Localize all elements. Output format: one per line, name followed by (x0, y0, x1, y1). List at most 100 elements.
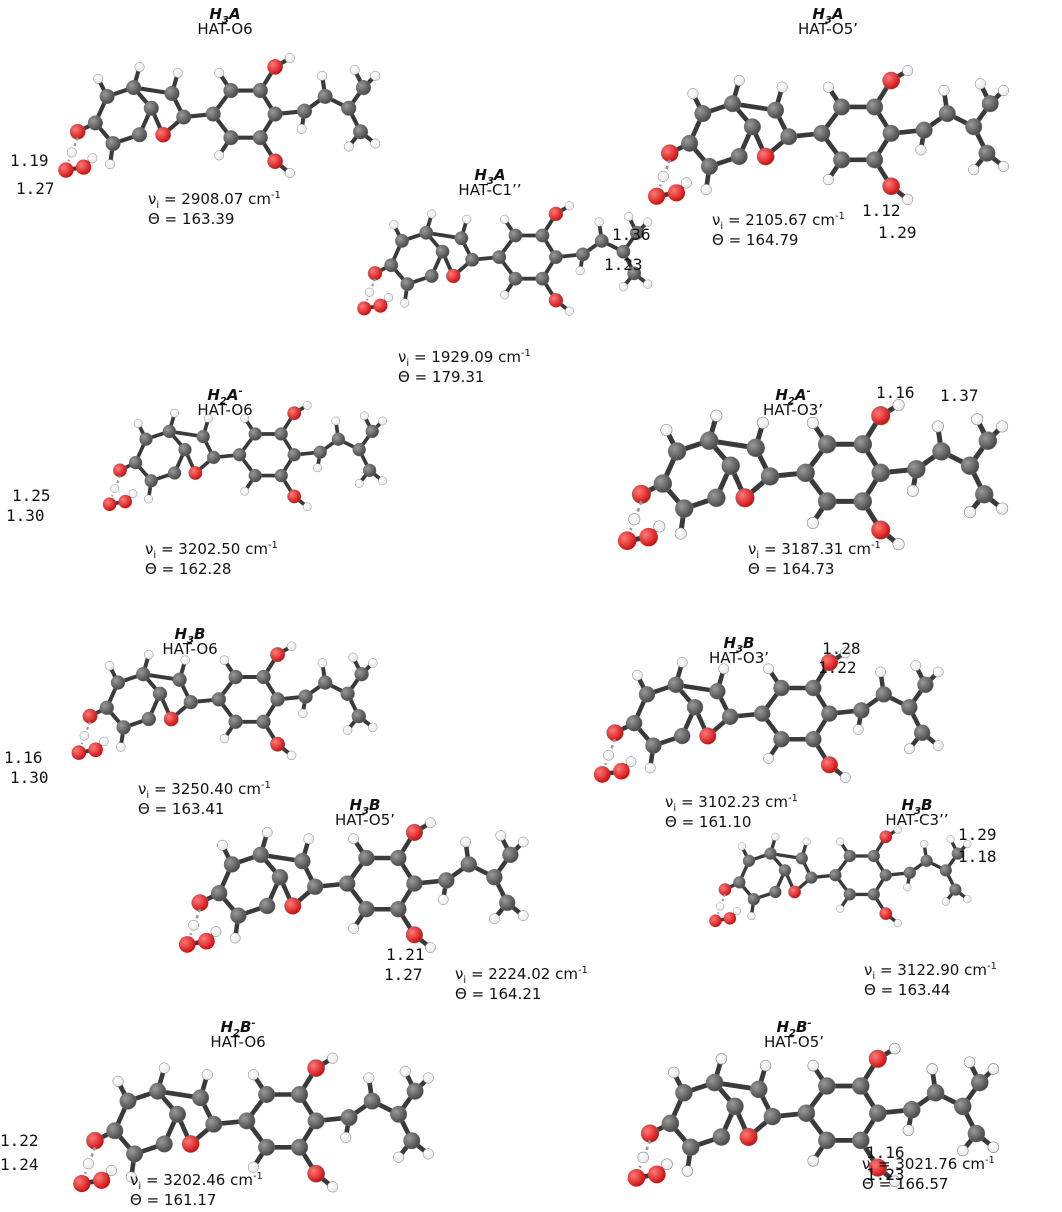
p10-theta-angle: Θ = 161.17 (130, 1191, 216, 1209)
carbon-atom (395, 233, 409, 248)
carbon-atom (270, 692, 285, 707)
hydrogen-atom (354, 479, 364, 488)
hydrogen-atom (840, 772, 851, 783)
carbon-atom (867, 849, 880, 863)
hydrogen-atom (902, 1124, 915, 1136)
hydrogen-atom (660, 424, 673, 436)
carbon-atom (920, 854, 933, 867)
freq-symbol-sub: i (720, 221, 724, 232)
carbon-atom (932, 442, 951, 461)
oxygen-atom (191, 894, 209, 912)
hydrogen-atom (963, 895, 972, 904)
carbon-atom (721, 456, 740, 475)
hydrogen-atom (661, 1158, 673, 1170)
carbon-atom (675, 1084, 693, 1102)
carbon-atom (686, 698, 704, 716)
p5-molecule (617, 399, 1009, 551)
carbon-atom (882, 124, 900, 142)
equals: = (676, 793, 699, 811)
carbon-atom (625, 714, 643, 732)
freq-unit-exponent: -1 (577, 965, 588, 976)
oxygen-atom (871, 406, 891, 426)
hydrogen-atom (210, 926, 222, 937)
oxygen-atom (58, 162, 74, 178)
freq-symbol-sub: i (156, 200, 160, 211)
oxygen-atom (287, 489, 302, 504)
carbon-atom (753, 705, 771, 722)
p10-imaginary-frequency: νi = 3202.46 cm-1 (130, 1168, 263, 1196)
p2-imaginary-frequency: νi = 2105.67 cm-1 (712, 208, 845, 236)
hydrogen-atom (393, 1151, 405, 1163)
p11-site-label: HAT-O5’ (763, 1033, 825, 1051)
carbon-atom (110, 675, 126, 690)
hydrogen-atom (172, 67, 183, 78)
carbon-atom (767, 101, 785, 119)
freq-value: 3122.90 (897, 961, 960, 979)
hydrogen-atom (317, 658, 328, 668)
hydrogen-atom (348, 833, 359, 845)
theta-symbol: Θ (712, 231, 724, 249)
species-letter: A (228, 5, 241, 23)
oxygen-atom (868, 1049, 887, 1068)
hydrogen-atom (732, 907, 742, 916)
carbon-atom (164, 85, 180, 102)
carbon-atom (340, 686, 355, 702)
carbon-atom (196, 429, 210, 444)
carbon-atom (742, 854, 756, 867)
p8-distance-2: 1.27 (384, 965, 423, 984)
carbon-atom (274, 468, 288, 483)
carbon-atom (390, 900, 407, 918)
species-charge: - (238, 386, 243, 397)
carbon-atom (206, 450, 221, 465)
freq-unit: cm (848, 540, 871, 558)
hydrogen-atom (852, 724, 864, 735)
carbon-atom (205, 106, 221, 122)
oxygen-atom (788, 885, 802, 899)
carbon-atom (232, 448, 247, 462)
carbon-atom (903, 866, 916, 879)
carbon-atom (965, 118, 983, 136)
carbon-atom (938, 105, 956, 123)
carbon-atom (805, 730, 822, 748)
hydrogen-atom (710, 409, 723, 422)
carbon-atom (853, 435, 873, 454)
carbon-atom (228, 714, 243, 730)
carbon-atom (183, 694, 199, 710)
hydrogen-atom (327, 1181, 339, 1193)
species-letter: B (239, 1018, 252, 1036)
hydrogen-atom (400, 298, 410, 308)
carbon-atom (155, 1135, 173, 1153)
equals: = (409, 348, 432, 366)
oxygen-atom (709, 914, 722, 928)
freq-symbol: ν (862, 1155, 871, 1173)
carbon-atom (116, 720, 131, 735)
transferring-hydrogen-atom (188, 919, 199, 931)
carbon-atom (406, 1082, 424, 1100)
freq-value: 3102.23 (698, 793, 761, 811)
carbon-atom (967, 1124, 986, 1143)
carbon-atom (833, 98, 851, 116)
carbon-atom (939, 864, 952, 877)
species-charge: - (807, 1018, 812, 1029)
hydrogen-atom (247, 1161, 259, 1173)
carbon-atom (128, 455, 143, 470)
freq-symbol: ν (398, 348, 407, 366)
hydrogen-atom (776, 81, 788, 93)
hydrogen-atom (422, 1148, 434, 1160)
species-sub: 3 (486, 176, 494, 187)
hydrogen-atom (806, 416, 819, 429)
hydrogen-atom (296, 123, 307, 134)
equals: = (149, 780, 172, 798)
p5-distance-2: 1.37 (940, 386, 979, 405)
theta-symbol: Θ (398, 368, 410, 386)
carbon-atom (673, 727, 691, 745)
carbon-atom (267, 106, 283, 122)
hydrogen-atom (349, 64, 360, 75)
hydrogen-atom (180, 655, 190, 665)
hydrogen-atom (575, 266, 585, 276)
hydrogen-atom (389, 220, 399, 230)
hydrogen-atom (462, 214, 472, 224)
hydrogen-atom (963, 1056, 976, 1068)
hydrogen-atom (500, 214, 510, 224)
p11-imaginary-frequency: νi = 3021.76 cm-1 (862, 1152, 995, 1180)
